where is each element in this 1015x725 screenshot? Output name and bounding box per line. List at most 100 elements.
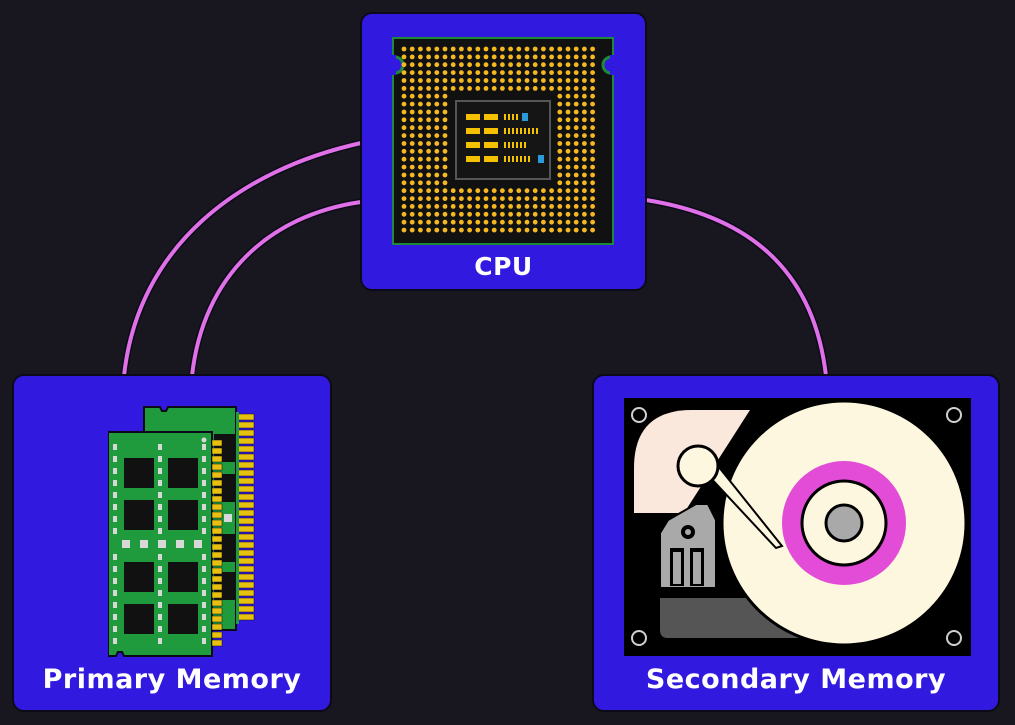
cpu-pin [418,125,423,131]
cpu-pin [434,141,440,146]
cpu-pin [573,101,579,107]
cpu-pin [418,227,423,233]
connector-cpu-primary-inner-line [190,200,362,377]
cpu-pin [450,188,456,194]
cpu-pin [590,211,595,217]
cpu-pin [573,109,579,115]
cpu-pin [442,109,448,115]
cpu-pin [409,211,415,217]
cpu-pin [565,54,571,60]
cpu-pin [401,211,407,217]
cpu-pin [426,156,431,162]
cpu-pin [557,101,563,107]
cpu-pin [549,219,554,225]
cpu-pin [418,204,423,209]
cpu-pin [500,196,505,202]
cpu-pin [442,188,448,194]
cpu-pin [524,62,530,68]
cpu-pin [467,70,472,75]
cpu-pin [442,204,448,209]
cpu-pin [557,62,563,68]
cpu-pin [475,196,481,202]
cpu-pin [467,227,472,233]
cpu-pin [508,188,513,194]
connector-cpu-primary-inner [188,198,362,377]
cpu-pin [582,204,587,209]
cpu-card[interactable]: CPU [360,12,647,291]
cpu-pin [516,78,522,83]
cpu-pin [582,172,587,178]
secondary-memory-label: Secondary Memory [645,664,947,695]
cpu-pin [459,204,464,209]
cpu-pin [418,109,423,115]
cpu-pin [475,227,481,233]
cpu-pin [549,46,554,52]
cpu-pin [409,227,415,233]
cpu-pin [475,86,481,91]
cpu-pin [409,86,415,91]
cpu-pin [590,125,595,131]
cpu-pin [557,188,563,194]
cpu-pin [442,211,448,217]
cpu-pin [565,219,571,225]
cpu-pin [426,117,431,123]
cpu-pin [532,86,538,91]
cpu-pin [409,196,415,202]
cpu-pin [516,46,522,52]
cpu-pin [426,227,431,233]
cpu-pin [475,70,481,75]
cpu-pin [557,54,563,60]
cpu-pin [500,46,505,52]
cpu-pin [516,227,522,233]
cpu-pin [418,70,423,75]
cpu-pin [573,141,579,146]
cpu-pin [418,196,423,202]
cpu-pin [442,180,448,186]
cpu-pin [541,78,546,83]
cpu-pin [426,78,431,83]
cpu-pin [475,54,481,60]
cpu-pin [582,125,587,131]
cpu-pin [491,204,497,209]
cpu-pin [541,204,546,209]
cpu-pin [549,188,554,194]
cpu-pin [524,204,530,209]
cpu-pin [590,62,595,68]
cpu-pin [442,70,448,75]
cpu-pin [590,109,595,115]
cpu-pin [491,86,497,91]
cpu-pin [524,227,530,233]
cpu-pin [434,188,440,194]
cpu-pin [590,54,595,60]
cpu-pin [401,219,407,225]
cpu-pin [557,180,563,186]
cpu-pin [516,196,522,202]
cpu-pin [532,219,538,225]
cpu-pin [409,180,415,186]
cpu-pin [467,188,472,194]
cpu-pin [442,46,448,52]
secondary-memory-card[interactable]: Secondary Memory [592,374,1000,712]
cpu-pin [442,219,448,225]
cpu-pin [401,101,407,107]
cpu-pin [573,148,579,154]
cpu-pin [401,196,407,202]
cpu-pin [516,219,522,225]
cpu-pin [541,227,546,233]
cpu-pin [409,164,415,170]
cpu-pin [582,46,587,52]
cpu-pin [409,125,415,131]
cpu-pin [532,78,538,83]
cpu-pin [401,93,407,99]
cpu-pin [582,219,587,225]
cpu-pin [434,180,440,186]
cpu-pin [475,211,481,217]
cpu-pin [549,227,554,233]
cpu-pin [565,172,571,178]
cpu-pin [532,188,538,194]
cpu-pin [508,227,513,233]
cpu-pin [590,172,595,178]
cpu-pin [418,117,423,123]
primary-memory-card[interactable]: Primary Memory [12,374,332,712]
